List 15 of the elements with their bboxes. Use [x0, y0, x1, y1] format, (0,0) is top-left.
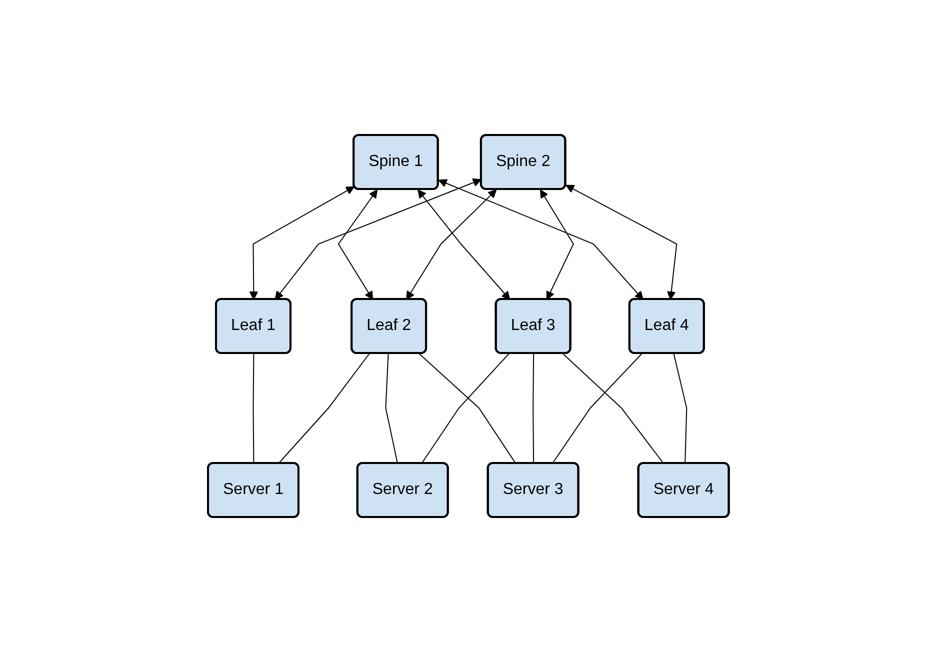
arrow — [438, 179, 644, 300]
arrow — [338, 189, 378, 300]
connector — [252, 353, 254, 464]
connector — [673, 353, 688, 464]
arrow — [249, 186, 355, 300]
arrow — [566, 184, 678, 300]
connector — [532, 353, 534, 464]
arrow — [418, 189, 510, 300]
connector — [278, 353, 370, 464]
arrow — [540, 189, 574, 300]
connector — [552, 353, 643, 464]
connector — [562, 353, 664, 464]
connector — [385, 353, 398, 464]
arrow — [274, 178, 482, 300]
arrow — [406, 189, 497, 300]
